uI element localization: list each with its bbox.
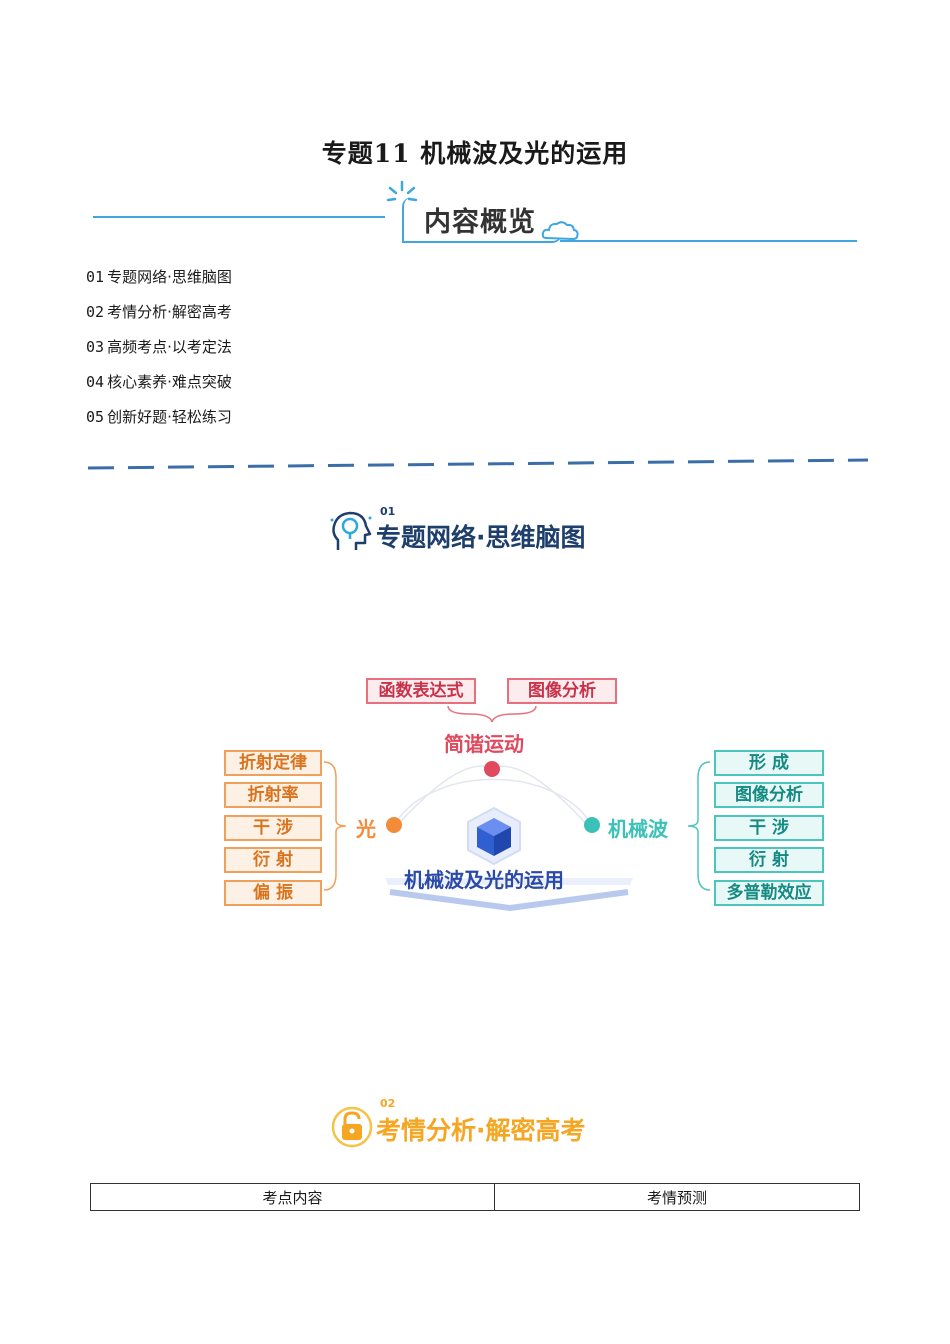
- section-title: 考情分析·解密高考: [376, 1116, 586, 1145]
- banner-divider-right: [560, 240, 857, 242]
- toc-number: 02: [86, 303, 105, 321]
- mindmap-dot-right: [584, 817, 600, 833]
- mindmap-leaf-top: 函数表达式: [366, 678, 476, 704]
- mindmap-node-right: 机械波: [608, 817, 668, 841]
- section-title: 专题网络·思维脑图: [376, 523, 586, 552]
- toc-text: 考情分析·解密高考: [107, 303, 232, 321]
- mindmap-center: 机械波及光的运用: [404, 868, 564, 892]
- toc-number: 04: [86, 373, 105, 391]
- dashed-divider: [88, 458, 868, 470]
- toc-text: 专题网络·思维脑图: [107, 268, 232, 286]
- sparkle-icon: [386, 180, 418, 202]
- toc-text: 高频考点·以考定法: [107, 338, 232, 356]
- mindmap-leaf-left: 折射定律: [224, 750, 322, 776]
- section-number: 01: [380, 505, 396, 518]
- banner-divider-left: [93, 216, 385, 218]
- mindmap-leaf-left: 折射率: [224, 782, 322, 808]
- exam-analysis-table: 考点内容 考情预测: [90, 1183, 860, 1211]
- mindmap-leaf-right: 形 成: [714, 750, 824, 776]
- mindmap-connectors: [323, 705, 711, 911]
- table-header-row: 考点内容 考情预测: [90, 1183, 860, 1211]
- mindmap-leaf-right: 干 涉: [714, 815, 824, 841]
- lock-icon: [331, 1106, 373, 1148]
- mindmap-leaf-left: 干 涉: [224, 815, 322, 841]
- toc-number: 03: [86, 338, 105, 356]
- mindmap-leaf-right: 图像分析: [714, 782, 824, 808]
- overview-banner-label: 内容概览: [424, 207, 536, 238]
- mindmap-leaf-right: 衍 射: [714, 847, 824, 873]
- column-header: 考点内容: [90, 1183, 495, 1211]
- mindmap-leaf-left: 偏 振: [224, 880, 322, 906]
- mindmap-dot-left: [386, 817, 402, 833]
- mindmap-dot-top: [484, 761, 500, 777]
- mindmap-leaf-right: 多普勒效应: [714, 880, 824, 906]
- section-number: 02: [380, 1097, 396, 1110]
- mindmap-node-left: 光: [356, 817, 376, 841]
- toc-number: 05: [86, 408, 105, 426]
- toc-number: 01: [86, 268, 105, 286]
- mindmap-node-top: 简谐运动: [444, 732, 524, 756]
- cloud-icon: [541, 221, 579, 241]
- banner-frame: [402, 197, 562, 243]
- brain-head-icon: [330, 511, 372, 550]
- column-header: 考情预测: [494, 1183, 860, 1211]
- mindmap-leaf-left: 衍 射: [224, 847, 322, 873]
- toc-text: 创新好题·轻松练习: [107, 408, 232, 426]
- mindmap-leaf-top: 图像分析: [507, 678, 617, 704]
- document-title: 专题11 机械波及光的运用: [321, 139, 629, 168]
- toc-text: 核心素养·难点突破: [107, 373, 232, 391]
